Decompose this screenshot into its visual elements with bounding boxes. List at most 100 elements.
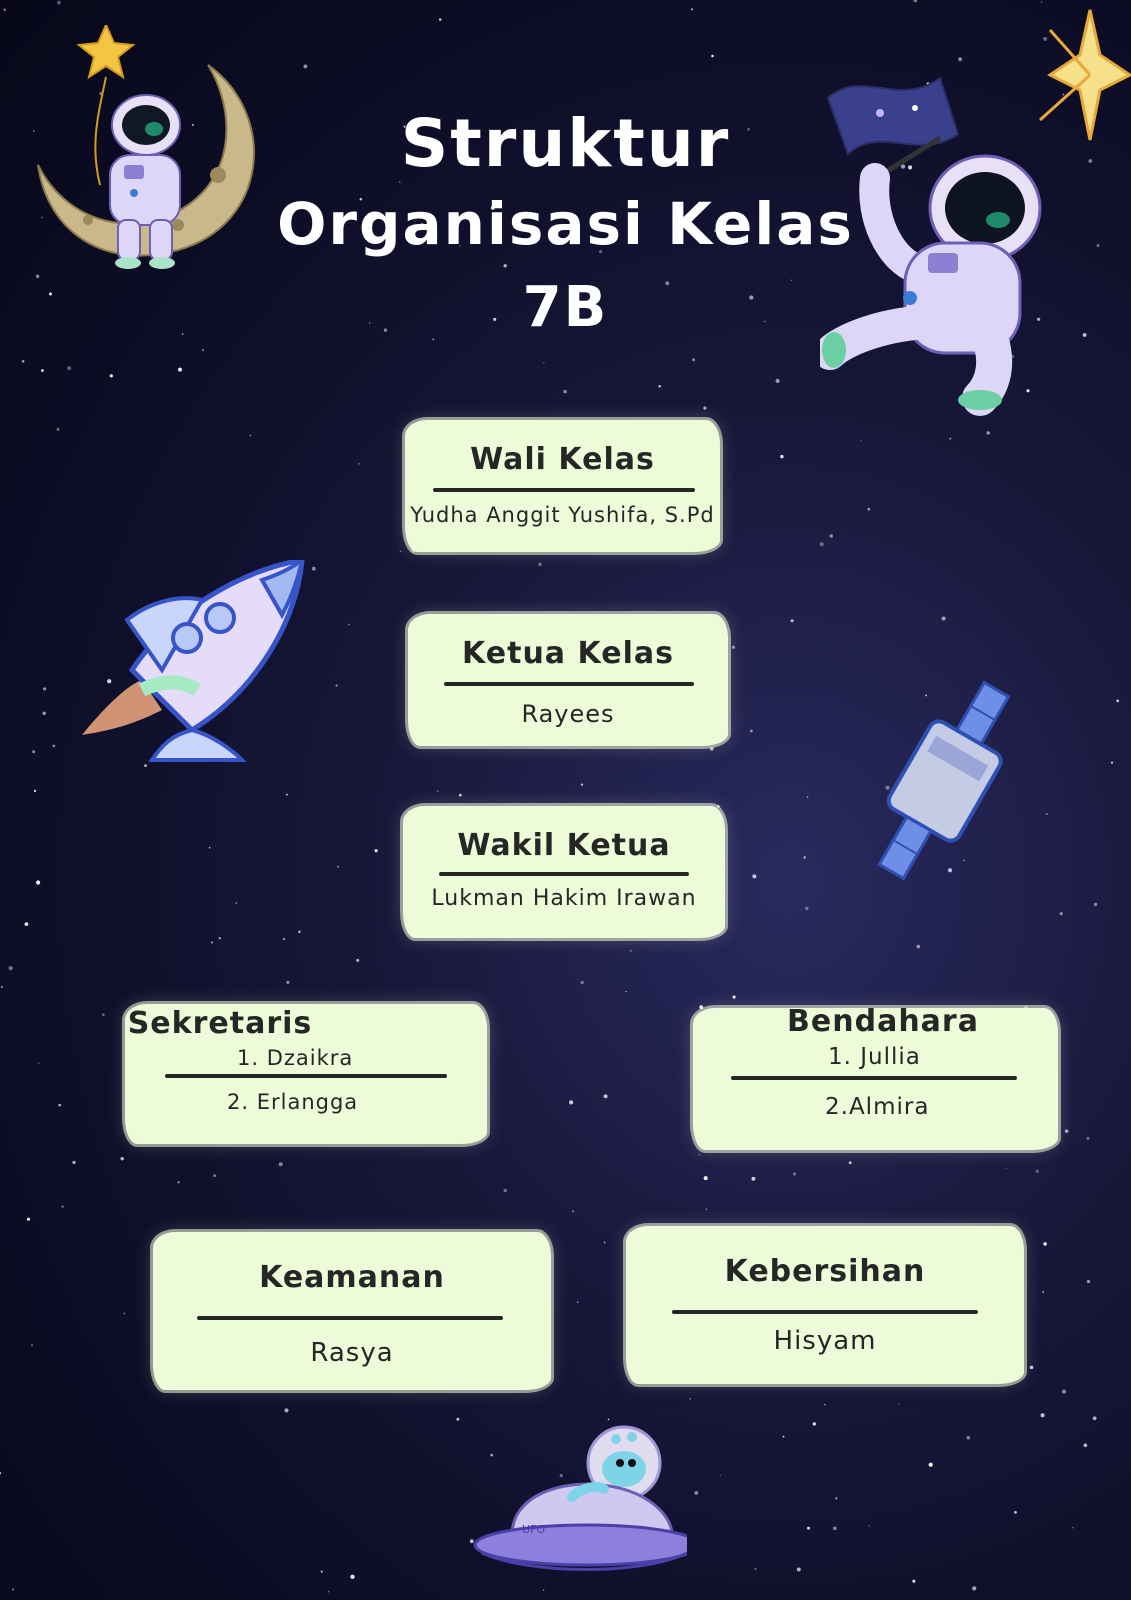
star-dot xyxy=(607,1418,610,1421)
star-dot xyxy=(807,1526,810,1530)
star-dot xyxy=(750,729,753,733)
star-dot xyxy=(713,229,717,233)
star-dot xyxy=(689,1397,691,1400)
star-dot xyxy=(102,1013,105,1017)
star-dot xyxy=(949,437,952,440)
star-dot xyxy=(282,937,286,941)
star-dot xyxy=(420,223,425,228)
star-dot xyxy=(1083,1443,1088,1448)
star-dot xyxy=(543,362,545,364)
star-dot xyxy=(12,1588,15,1591)
star-dot xyxy=(48,292,53,296)
star-dot xyxy=(705,1208,708,1210)
star-dot xyxy=(278,1162,283,1167)
star-dot xyxy=(986,431,990,435)
star-dot xyxy=(56,428,60,431)
role-label: Ketua Kelas xyxy=(462,636,674,671)
star-dot xyxy=(464,126,468,129)
star-dot xyxy=(107,679,112,684)
member-name-1: 1. Jullia xyxy=(828,1044,921,1070)
card-wakil-ketua: Wakil Ketua Lukman Hakim Irawan xyxy=(403,806,725,938)
star-dot xyxy=(123,1312,126,1315)
star-dot xyxy=(941,616,946,621)
member-name: Hisyam xyxy=(773,1326,877,1356)
star-dot xyxy=(703,1176,708,1181)
role-label: Wakil Ketua xyxy=(457,828,671,863)
star-dot xyxy=(625,990,627,993)
star-dot xyxy=(699,1005,704,1010)
star-dot xyxy=(709,746,714,751)
member-name: Lukman Hakim Irawan xyxy=(431,886,697,911)
star-dot xyxy=(805,906,809,911)
star-dot xyxy=(356,958,360,962)
card-keamanan: Keamanan Rasya xyxy=(153,1232,551,1390)
card-kebersihan: Kebersihan Hisyam xyxy=(626,1226,1024,1384)
star-dot xyxy=(747,127,750,131)
star-icon xyxy=(1038,9,1131,141)
star-dot xyxy=(803,856,807,859)
star-dot xyxy=(369,322,371,324)
star-dot xyxy=(1043,1242,1047,1246)
star-dot xyxy=(337,865,339,868)
star-dot xyxy=(796,1567,801,1572)
star-dot xyxy=(885,785,890,790)
star-dot xyxy=(358,463,360,465)
star-dot xyxy=(43,687,47,691)
star-dot xyxy=(72,1160,76,1165)
star-dot xyxy=(1040,1,1043,3)
star-dot xyxy=(359,197,363,201)
satellite-icon xyxy=(877,680,1011,881)
star-dot xyxy=(1035,1169,1039,1173)
star-dot xyxy=(303,64,308,69)
role-label: Sekretaris xyxy=(127,1006,313,1041)
star-dot xyxy=(1036,317,1041,321)
star-dot xyxy=(603,1094,608,1099)
title-line-3: 7B xyxy=(522,275,609,340)
star-dot xyxy=(928,1462,933,1467)
star-dot xyxy=(752,874,757,879)
star-dot xyxy=(503,1188,507,1193)
star-dot xyxy=(972,1586,977,1591)
star-dot xyxy=(493,317,497,321)
star-dot xyxy=(503,264,507,268)
member-name-2: 2.Almira xyxy=(825,1094,930,1120)
star-dot xyxy=(1093,902,1098,907)
star-dot xyxy=(335,684,338,687)
star-dot xyxy=(754,1567,757,1570)
star-dot xyxy=(52,744,56,748)
star-dot xyxy=(347,623,350,626)
star-dot xyxy=(751,1176,756,1181)
star-dot xyxy=(398,181,401,184)
star-dot xyxy=(218,937,221,940)
star-dot xyxy=(1116,699,1120,703)
star-dot xyxy=(848,1161,852,1165)
role-label: Bendahara xyxy=(787,1004,979,1039)
card-ketua-kelas: Ketua Kelas Rayees xyxy=(408,614,728,746)
star-dot xyxy=(21,360,25,363)
star-dot xyxy=(0,1472,2,1475)
member-name-2: 2. Erlangga xyxy=(227,1090,359,1114)
card-wali-kelas: Wali Kelas Yudha Anggit Yushifa, S.Pd xyxy=(405,420,720,552)
star-dot xyxy=(860,440,862,442)
star-dot xyxy=(144,764,147,768)
star-dot xyxy=(1062,93,1065,96)
role-label: Kebersihan xyxy=(724,1254,926,1289)
star-dot xyxy=(1014,1511,1017,1514)
member-name: Yudha Anggit Yushifa, S.Pd xyxy=(410,503,715,527)
star-dot xyxy=(716,805,720,808)
divider xyxy=(672,1310,978,1314)
ufo-alien-icon: UFO xyxy=(473,1425,687,1571)
star-dot xyxy=(469,1539,474,1544)
star-dot xyxy=(249,434,252,437)
star-dot xyxy=(829,534,833,538)
star-dot xyxy=(1064,1129,1069,1133)
star-dot xyxy=(3,8,6,12)
member-name: Rayees xyxy=(521,700,615,728)
divider xyxy=(433,488,695,492)
star-dot xyxy=(1043,36,1048,41)
star-dot xyxy=(658,385,661,388)
star-dot xyxy=(1061,1389,1067,1394)
star-dot xyxy=(320,1570,323,1573)
star-dot xyxy=(719,1474,722,1477)
star-dot xyxy=(599,250,603,254)
